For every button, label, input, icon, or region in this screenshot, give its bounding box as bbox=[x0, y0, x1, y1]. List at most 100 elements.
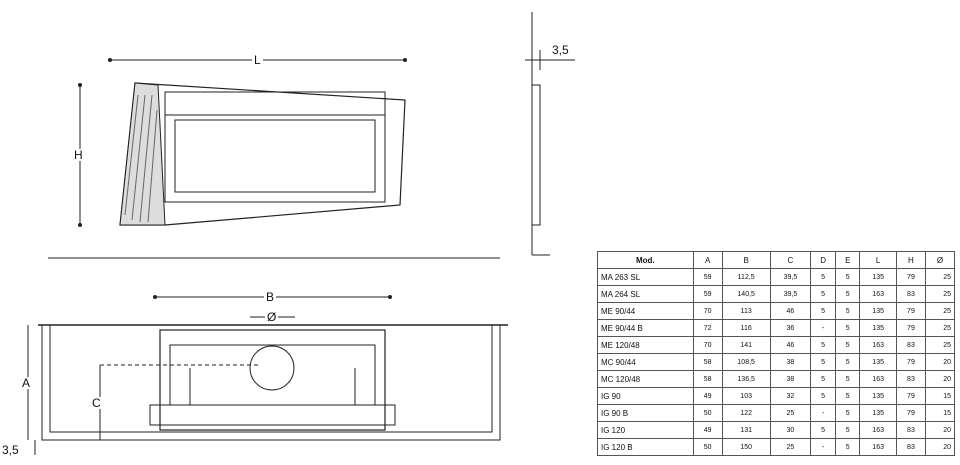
value-cell: 5 bbox=[810, 421, 837, 439]
model-cell: ME 120/48 bbox=[597, 336, 694, 354]
front-view bbox=[48, 58, 500, 259]
value-cell: 135 bbox=[859, 387, 897, 405]
dimension-thickness-label: 3,5 bbox=[550, 43, 571, 57]
value-cell: 136,5 bbox=[721, 370, 771, 388]
value-cell: 5 bbox=[835, 421, 861, 439]
value-cell: 83 bbox=[895, 438, 926, 456]
value-cell: 15 bbox=[924, 387, 956, 405]
value-cell: 141 bbox=[721, 336, 771, 354]
value-cell: 20 bbox=[924, 370, 956, 388]
value-cell: 83 bbox=[895, 336, 926, 354]
value-cell: 58 bbox=[692, 370, 723, 388]
value-cell: 135 bbox=[859, 268, 897, 286]
value-cell: 83 bbox=[895, 285, 926, 303]
dimension-l-label: L bbox=[252, 53, 263, 67]
side-view bbox=[525, 12, 575, 256]
value-cell: 15 bbox=[924, 404, 956, 422]
value-cell: 5 bbox=[835, 302, 861, 320]
value-cell: - bbox=[810, 319, 837, 337]
value-cell: 5 bbox=[810, 302, 837, 320]
dimension-a-label: A bbox=[20, 376, 33, 390]
value-cell: - bbox=[810, 404, 837, 422]
column-header: E bbox=[835, 251, 861, 269]
model-cell: MC 90/44 bbox=[597, 353, 694, 371]
value-cell: 5 bbox=[835, 353, 861, 371]
value-cell: 135 bbox=[859, 302, 897, 320]
model-cell: IG 120 bbox=[597, 421, 694, 439]
value-cell: 70 bbox=[692, 302, 723, 320]
dimension-b-label: B bbox=[264, 290, 277, 304]
value-cell: 140,5 bbox=[721, 285, 771, 303]
value-cell: 135 bbox=[859, 353, 897, 371]
value-cell: 49 bbox=[692, 421, 723, 439]
value-cell: 5 bbox=[810, 268, 837, 286]
value-cell: 79 bbox=[895, 319, 926, 337]
value-cell: 20 bbox=[924, 353, 956, 371]
model-cell: IG 90 bbox=[597, 387, 694, 405]
model-cell: MA 263 SL bbox=[597, 268, 694, 286]
value-cell: - bbox=[810, 438, 837, 456]
value-cell: 135 bbox=[859, 319, 897, 337]
value-cell: 163 bbox=[859, 285, 897, 303]
column-header: D bbox=[810, 251, 837, 269]
value-cell: 5 bbox=[835, 438, 861, 456]
value-cell: 20 bbox=[924, 421, 956, 439]
model-cell: MC 120/48 bbox=[597, 370, 694, 388]
value-cell: 5 bbox=[835, 268, 861, 286]
value-cell: 32 bbox=[769, 387, 812, 405]
column-header: A bbox=[692, 251, 723, 269]
value-cell: 30 bbox=[769, 421, 812, 439]
value-cell: 113 bbox=[721, 302, 771, 320]
value-cell: 112,5 bbox=[721, 268, 771, 286]
value-cell: 36 bbox=[769, 319, 812, 337]
model-cell: ME 90/44 B bbox=[597, 319, 694, 337]
value-cell: 46 bbox=[769, 336, 812, 354]
value-cell: 5 bbox=[835, 370, 861, 388]
model-cell: IG 90 B bbox=[597, 404, 694, 422]
value-cell: 79 bbox=[895, 387, 926, 405]
value-cell: 79 bbox=[895, 268, 926, 286]
value-cell: 108,5 bbox=[721, 353, 771, 371]
value-cell: 20 bbox=[924, 438, 956, 456]
value-cell: 5 bbox=[835, 319, 861, 337]
value-cell: 5 bbox=[810, 353, 837, 371]
value-cell: 116 bbox=[721, 319, 771, 337]
value-cell: 83 bbox=[895, 421, 926, 439]
value-cell: 122 bbox=[721, 404, 771, 422]
value-cell: 5 bbox=[810, 387, 837, 405]
value-cell: 79 bbox=[895, 302, 926, 320]
value-cell: 103 bbox=[721, 387, 771, 405]
value-cell: 58 bbox=[692, 353, 723, 371]
dimension-h-label: H bbox=[72, 148, 85, 162]
value-cell: 49 bbox=[692, 387, 723, 405]
value-cell: 38 bbox=[769, 353, 812, 371]
dimension-base-label: 3,5 bbox=[0, 443, 21, 457]
value-cell: 25 bbox=[924, 302, 956, 320]
column-header: H bbox=[895, 251, 926, 269]
model-cell: ME 90/44 bbox=[597, 302, 694, 320]
value-cell: 25 bbox=[769, 404, 812, 422]
value-cell: 46 bbox=[769, 302, 812, 320]
value-cell: 25 bbox=[924, 319, 956, 337]
value-cell: 38 bbox=[769, 370, 812, 388]
value-cell: 5 bbox=[810, 285, 837, 303]
value-cell: 5 bbox=[810, 370, 837, 388]
column-header: L bbox=[859, 251, 897, 269]
value-cell: 131 bbox=[721, 421, 771, 439]
value-cell: 50 bbox=[692, 438, 723, 456]
value-cell: 163 bbox=[859, 438, 897, 456]
value-cell: 59 bbox=[692, 268, 723, 286]
value-cell: 25 bbox=[924, 268, 956, 286]
column-header: Mod. bbox=[597, 251, 694, 269]
